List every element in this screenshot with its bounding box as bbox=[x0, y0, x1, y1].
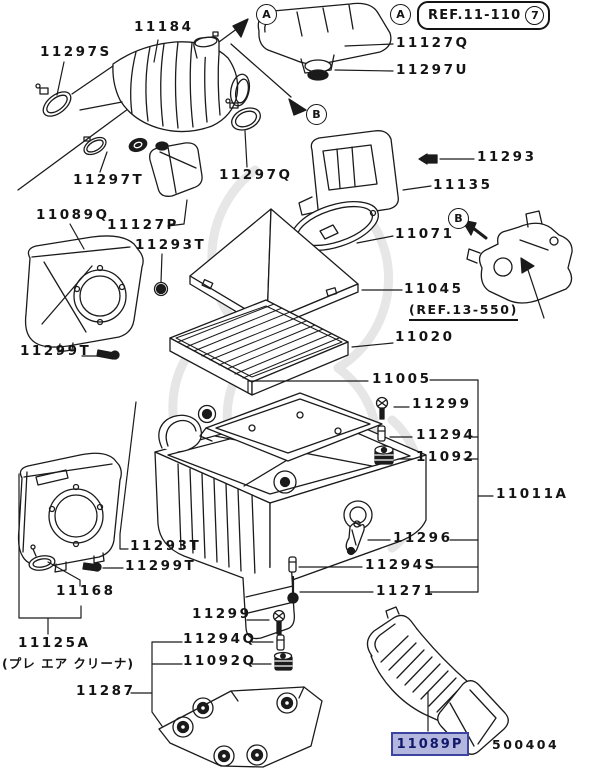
leader-lines bbox=[18, 39, 545, 732]
part-label-11125A: 11125A bbox=[18, 635, 91, 651]
part-hose-11184 bbox=[71, 31, 251, 133]
part-bracket-11287 bbox=[158, 686, 323, 768]
part-label-11184: 11184 bbox=[134, 19, 194, 35]
part-clamp-11296 bbox=[345, 520, 365, 556]
part-label-11011A: 11011A bbox=[496, 486, 569, 502]
part-label-11045: 11045 bbox=[404, 281, 464, 297]
part-screw-11299-a bbox=[375, 396, 389, 420]
part-label-11296: 11296 bbox=[393, 530, 453, 546]
part-grommet-11092 bbox=[374, 445, 394, 465]
part-screw-11299-b bbox=[272, 609, 286, 635]
bracket-grommets bbox=[172, 692, 298, 767]
part-duct-11127P bbox=[149, 141, 203, 197]
callout-b-top: B bbox=[306, 104, 327, 125]
ref-13-550-label: (REF.13-550) bbox=[409, 303, 518, 321]
part-label-11299T-b: 11299T bbox=[125, 558, 197, 574]
part-label-11020: 11020 bbox=[395, 329, 455, 345]
part-label-11293: 11293 bbox=[477, 149, 537, 165]
callout-b-side: B bbox=[448, 208, 469, 229]
part-label-11089Q: 11089Q bbox=[36, 207, 110, 223]
part-pin-11294 bbox=[377, 425, 386, 442]
part-clamp-11297Q bbox=[225, 98, 261, 131]
part-label-11168: 11168 bbox=[56, 583, 116, 599]
part-label-11293T-a: 11293T bbox=[135, 237, 207, 253]
part-label-11125A-jp: (プレ エア クリーナ) bbox=[2, 656, 135, 671]
ref-badge-7: 7 bbox=[525, 6, 545, 25]
part-screw-11299T-a bbox=[96, 349, 120, 360]
part-grommet-11092Q bbox=[273, 651, 293, 671]
part-label-11297T: 11297T bbox=[73, 172, 145, 188]
part-screw-11299T-b bbox=[82, 562, 102, 572]
part-label-11297S: 11297S bbox=[40, 44, 112, 60]
part-label-11071: 11071 bbox=[395, 226, 455, 242]
part-bolt-11271 bbox=[287, 575, 299, 604]
part-pin-11294S bbox=[288, 556, 297, 573]
part-label-11293T-b: 11293T bbox=[130, 538, 202, 554]
part-label-11299-a: 11299 bbox=[412, 396, 472, 412]
part-resonator-11089Q bbox=[24, 235, 144, 353]
part-clamp-11297S bbox=[35, 83, 72, 117]
part-label-11287: 11287 bbox=[76, 683, 136, 699]
part-label-11127Q: 11127Q bbox=[396, 35, 470, 51]
part-label-11092: 11092 bbox=[416, 449, 476, 465]
ref-11-110-box: REF.11-110 7 bbox=[417, 1, 551, 30]
part-label-11135: 11135 bbox=[433, 177, 493, 193]
part-grommet-11297U bbox=[304, 59, 332, 81]
part-label-11299T-a: 11299T bbox=[20, 343, 92, 359]
part-label-11294Q: 11294Q bbox=[183, 631, 257, 647]
part-filter-11020 bbox=[169, 299, 349, 396]
part-screw-11293T-a bbox=[153, 281, 169, 297]
part-ref-13-550 bbox=[461, 210, 573, 304]
part-label-11271: 11271 bbox=[376, 583, 436, 599]
highlighted-part-11089P[interactable]: 11089P bbox=[391, 732, 469, 756]
part-sensor-11135 bbox=[298, 130, 399, 225]
callout-a-ref: A bbox=[390, 4, 411, 25]
part-gasket-11071 bbox=[291, 201, 379, 251]
part-label-11294S: 11294S bbox=[365, 557, 437, 573]
part-label-11299-b: 11299 bbox=[192, 606, 252, 622]
part-screw-11293 bbox=[418, 153, 438, 165]
part-clamp-11297T bbox=[83, 136, 148, 156]
part-pin-11294Q bbox=[276, 634, 285, 651]
part-label-11297Q: 11297Q bbox=[219, 167, 293, 183]
part-plate-11005 bbox=[199, 392, 383, 462]
ref-11-110-text: REF.11-110 bbox=[428, 8, 522, 23]
diagram-code: 500404 bbox=[492, 737, 560, 752]
part-label-11297U: 11297U bbox=[396, 62, 469, 78]
part-label-11127P: 11127P bbox=[107, 217, 179, 233]
callout-a-top: A bbox=[256, 4, 277, 25]
part-label-11092Q: 11092Q bbox=[183, 653, 257, 669]
part-label-11005: 11005 bbox=[372, 371, 432, 387]
part-label-11294: 11294 bbox=[416, 427, 476, 443]
part-resonator-11125A bbox=[17, 452, 122, 573]
part-cap-11168 bbox=[28, 544, 56, 571]
